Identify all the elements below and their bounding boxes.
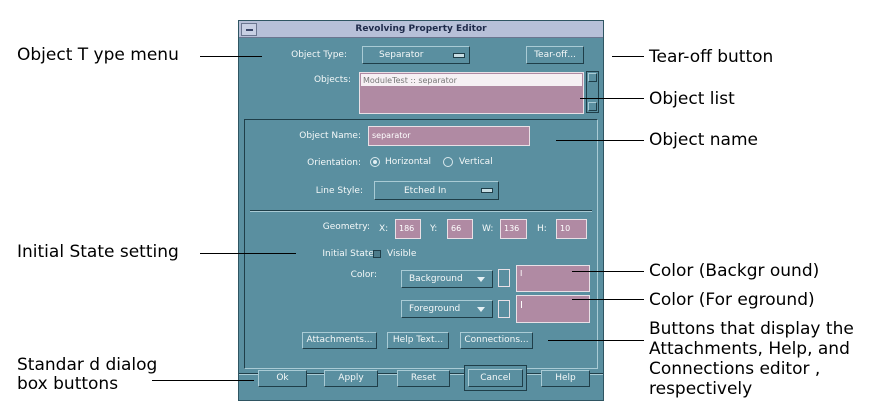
- callout-tear-off-button: Tear-off button: [649, 47, 774, 67]
- leader-tear-off: [612, 56, 644, 57]
- leader-color-background: [572, 271, 644, 272]
- callout-standard-dialog-line2: box buttons: [17, 374, 119, 394]
- revolving-property-editor-dialog: Revolving Property Editor Object Type: S…: [238, 20, 604, 401]
- window-title: Revolving Property Editor: [355, 24, 487, 34]
- leader-standard-dialog: [152, 380, 254, 381]
- geometry-w-label: W:: [482, 224, 494, 234]
- connections-button[interactable]: Connections...: [460, 332, 533, 349]
- foreground-color-swatch: [498, 300, 510, 318]
- visible-checkbox[interactable]: [373, 250, 381, 258]
- window-menu-icon[interactable]: [241, 23, 257, 36]
- object-type-value: Separator: [379, 50, 424, 60]
- horizontal-label: Horizontal: [385, 157, 431, 167]
- leader-object-name: [556, 140, 644, 141]
- callout-object-type-menu: Object T ype menu: [17, 45, 179, 65]
- ok-button[interactable]: Ok: [258, 370, 307, 387]
- foreground-label: Foreground: [409, 304, 461, 314]
- object-list-item[interactable]: ModuleTest :: separator: [361, 74, 582, 86]
- geometry-h-field[interactable]: 10: [556, 219, 587, 239]
- section-separator: [250, 210, 592, 212]
- orientation-label: Orientation:: [307, 158, 361, 168]
- callout-object-list: Object list: [649, 89, 735, 109]
- background-color-swatch: [498, 269, 510, 287]
- callout-buttons-line2: Attachments, Help, and: [649, 339, 850, 359]
- callout-color-foreground: Color (For eground): [649, 290, 815, 310]
- leader-initial-state: [200, 253, 296, 254]
- leader-object-list: [580, 98, 644, 99]
- geometry-x-label: X:: [379, 224, 389, 234]
- background-color-field[interactable]: I: [516, 265, 590, 292]
- reset-button[interactable]: Reset: [397, 370, 450, 387]
- option-menu-icon: [453, 53, 465, 58]
- callout-initial-state: Initial State setting: [17, 242, 179, 262]
- geometry-label: Geometry:: [322, 222, 370, 232]
- callout-buttons-line4: respectively: [649, 379, 753, 399]
- chevron-down-icon: [477, 277, 485, 282]
- tear-off-button[interactable]: Tear-off...: [526, 46, 584, 64]
- vertical-radio[interactable]: [443, 157, 453, 167]
- leader-object-type-menu: [200, 56, 262, 57]
- object-name-field[interactable]: separator: [368, 126, 530, 146]
- leader-editor-buttons: [548, 340, 644, 341]
- line-style-label: Line Style:: [315, 186, 363, 196]
- help-text-button[interactable]: Help Text...: [387, 332, 449, 349]
- option-menu-icon: [481, 188, 493, 193]
- callout-buttons-line1: Buttons that display the: [649, 319, 854, 339]
- vertical-label: Vertical: [459, 157, 493, 167]
- apply-button[interactable]: Apply: [324, 370, 378, 387]
- object-list[interactable]: ModuleTest :: separator: [359, 72, 584, 114]
- object-type-label: Object Type:: [291, 50, 347, 60]
- scroll-down-icon[interactable]: [588, 102, 597, 111]
- cancel-button[interactable]: Cancel: [468, 369, 523, 387]
- initial-state-label: Initial State:: [322, 249, 377, 259]
- geometry-y-field[interactable]: 66: [447, 219, 473, 239]
- objects-label: Objects:: [313, 75, 351, 85]
- properties-panel: [244, 119, 598, 369]
- visible-label: Visible: [387, 249, 417, 259]
- object-list-scrollbar[interactable]: [586, 71, 599, 113]
- geometry-y-label: Y:: [430, 224, 438, 234]
- geometry-x-field[interactable]: 186: [395, 219, 421, 239]
- background-color-menu[interactable]: Background: [401, 270, 493, 288]
- leader-color-foreground: [572, 299, 644, 300]
- foreground-color-menu[interactable]: Foreground: [401, 300, 493, 318]
- horizontal-radio[interactable]: [370, 157, 380, 167]
- line-style-menu[interactable]: Etched In: [374, 181, 499, 200]
- foreground-color-field[interactable]: I: [516, 295, 590, 323]
- attachments-button[interactable]: Attachments...: [302, 332, 377, 349]
- callout-color-background: Color (Backgr ound): [649, 261, 820, 281]
- color-label: Color:: [350, 270, 377, 280]
- scroll-up-icon[interactable]: [588, 73, 597, 82]
- callout-standard-dialog-line1: Standar d dialog: [17, 355, 158, 375]
- background-label: Background: [409, 274, 463, 284]
- object-type-menu[interactable]: Separator: [362, 46, 470, 64]
- line-style-value: Etched In: [404, 186, 447, 196]
- geometry-w-field[interactable]: 136: [500, 219, 527, 239]
- help-button[interactable]: Help: [541, 370, 590, 387]
- window-title-bar[interactable]: Revolving Property Editor: [239, 21, 603, 38]
- chevron-down-icon: [477, 307, 485, 312]
- callout-object-name: Object name: [649, 130, 758, 150]
- geometry-h-label: H:: [537, 224, 547, 234]
- callout-buttons-line3: Connections editor ,: [649, 359, 821, 379]
- object-name-label: Object Name:: [299, 131, 361, 141]
